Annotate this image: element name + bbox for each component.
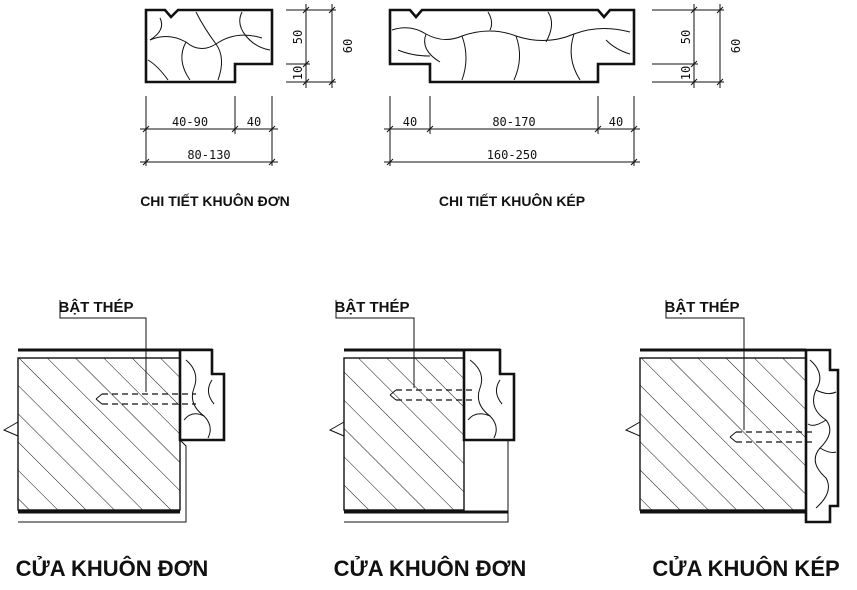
double-dim-inner: 80-170 <box>492 115 535 129</box>
section-3-frame <box>804 348 840 524</box>
section-2-frame <box>462 348 516 442</box>
section-3: BẬT THÉP CỬA KHUÔN KÉP <box>624 298 840 581</box>
section-3-wall <box>639 357 807 511</box>
section-2-callout: BẬT THÉP <box>335 298 410 316</box>
section-2: BẬT THÉP CỬA KHUÔN ĐƠN <box>328 298 527 581</box>
double-detail-caption: CHI TIẾT KHUÔN KÉP <box>439 192 585 209</box>
section-1-wall <box>17 357 181 511</box>
section-3-callout: BẬT THÉP <box>665 298 740 316</box>
detail-double-frame: 40 80-170 40 160-250 50 10 60 CHI TIẾT K… <box>384 4 743 209</box>
single-dim-total: 80-130 <box>187 148 230 162</box>
section-1-caption: CỬA KHUÔN ĐƠN <box>16 556 209 581</box>
double-dim-height-bottom: 10 <box>679 66 693 80</box>
section-2-wall <box>343 357 465 511</box>
double-dim-height-total: 60 <box>729 39 743 53</box>
single-detail-caption: CHI TIẾT KHUÔN ĐƠN <box>140 192 290 209</box>
section-2-caption: CỬA KHUÔN ĐƠN <box>334 556 527 581</box>
double-frame-stone-texture <box>391 11 631 81</box>
double-frame-profile <box>388 8 636 84</box>
single-dim-rebate: 40 <box>247 115 261 129</box>
single-dim-height-top: 50 <box>291 30 305 44</box>
double-dim-right: 40 <box>609 115 623 129</box>
double-dim-total: 160-250 <box>487 148 538 162</box>
section-1-frame <box>178 348 226 442</box>
detail-single-frame: 40-90 40 80-130 50 10 60 CHI TIẾT KHUÔN … <box>140 4 355 209</box>
section-1-callout: BẬT THÉP <box>59 298 134 316</box>
single-frame-stone-texture <box>147 11 271 81</box>
single-dim-height-total: 60 <box>341 39 355 53</box>
double-dim-left: 40 <box>403 115 417 129</box>
single-frame-profile <box>144 8 274 84</box>
section-1: BẬT THÉP CỬA KHUÔN ĐƠN <box>2 298 226 581</box>
double-dim-height-top: 50 <box>679 30 693 44</box>
single-dim-inner: 40-90 <box>172 115 208 129</box>
single-dim-height-bottom: 10 <box>291 66 305 80</box>
section-3-caption: CỬA KHUÔN KÉP <box>652 556 839 581</box>
